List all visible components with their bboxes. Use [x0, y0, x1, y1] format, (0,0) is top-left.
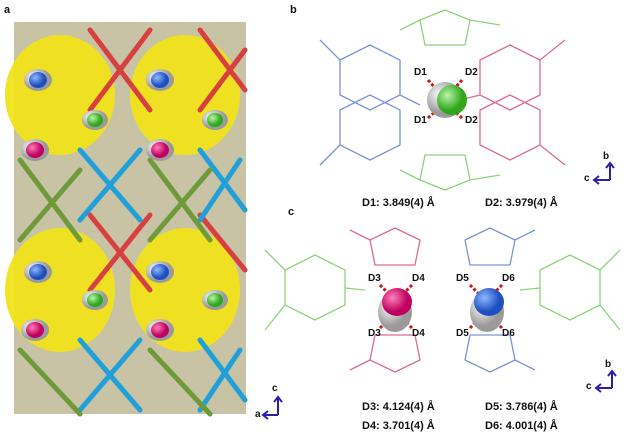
contact-label: D5 [456, 273, 469, 284]
contact-label: D4 [412, 328, 425, 339]
panel-c-label: c [288, 206, 295, 218]
distance-d3: D3: 4.124(4) Å [362, 401, 435, 413]
contact-label: D3 [368, 328, 381, 339]
panel-c-cation-sphere-pink [378, 288, 412, 332]
distance-d4: D4: 3.701(4) Å [362, 420, 435, 432]
panel-c-axis-c: c [586, 381, 592, 392]
panel-b-structure [319, 9, 566, 191]
distance-d5: D5: 3.786(4) Å [485, 401, 558, 413]
panel-b-label: b [290, 4, 297, 16]
panel-a-axis-icon [261, 395, 283, 420]
panel-a-axis-a: a [255, 409, 261, 420]
panel-b-anion-sphere [427, 82, 467, 118]
panel-a-label: a [4, 4, 11, 16]
contact-label: D2 [465, 67, 478, 78]
panel-a-axis-c: c [272, 383, 278, 394]
panel-b-axis-b: b [603, 151, 610, 162]
contact-label: D6 [502, 328, 515, 339]
panel-c-cation-sphere-blue [470, 288, 504, 332]
panel-c-axis-b: b [605, 359, 612, 370]
panel-c-axis-icon [594, 369, 617, 393]
panel-c-structure [264, 227, 621, 373]
contact-label: D3 [368, 273, 381, 284]
contact-label: D1 [414, 67, 427, 78]
panel-b-axis-icon [592, 161, 615, 185]
contact-label: D6 [502, 273, 515, 284]
contact-label: D4 [412, 273, 425, 284]
contact-label: D5 [456, 328, 469, 339]
contact-label: D2 [465, 115, 478, 126]
distance-d1: D1: 3.849(4) Å [362, 197, 435, 209]
distance-d2: D2: 3.979(4) Å [485, 197, 558, 209]
contact-label: D1 [414, 115, 427, 126]
panel-b-axis-c: c [584, 173, 590, 184]
distance-d6: D6: 4.001(4) Å [485, 420, 558, 432]
panel-a-packing-image [5, 22, 248, 417]
